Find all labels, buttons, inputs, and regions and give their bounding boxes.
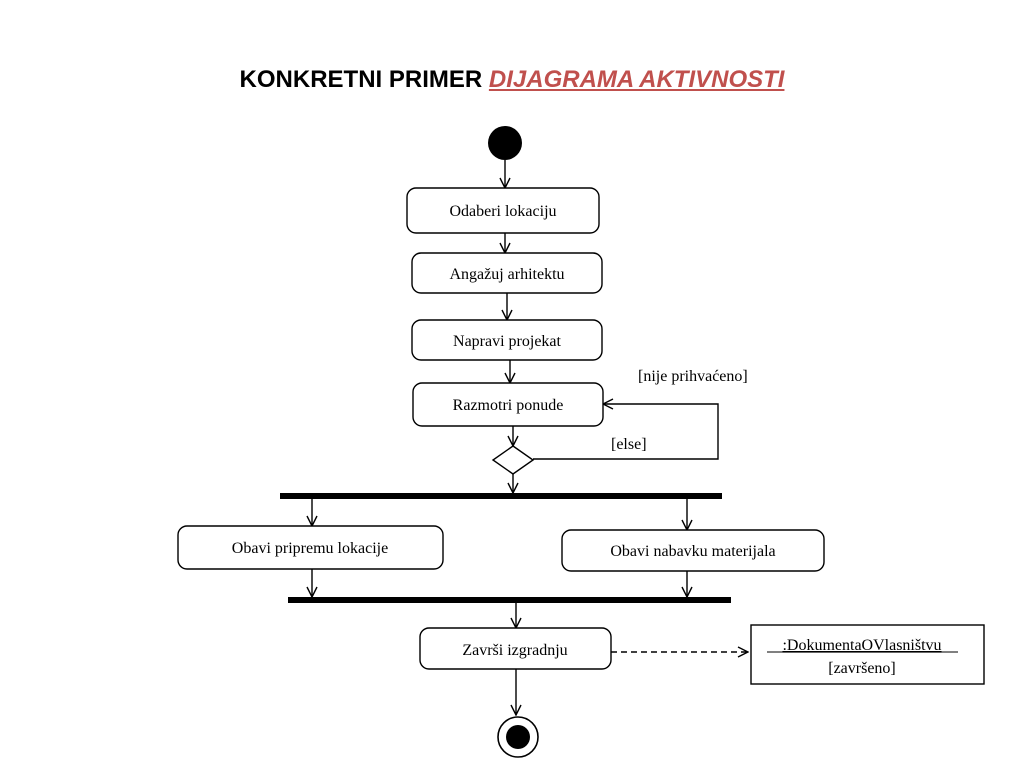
- page-title: KONKRETNI PRIMER DIJAGRAMA AKTIVNOSTI: [0, 66, 1024, 94]
- title-link[interactable]: DIJAGRAMA AKTIVNOSTI: [488, 66, 785, 93]
- flow-loop-not-accepted: [533, 404, 719, 460]
- activity-procure-materials: Obavi nabavku materijala: [561, 529, 825, 572]
- title-prefix: KONKRETNI PRIMER: [239, 66, 483, 93]
- activity-label: Odaberi lokaciju: [449, 203, 556, 220]
- fork-bar: [280, 493, 722, 499]
- activity-make-project: Napravi projekat: [411, 319, 603, 361]
- guard-else: [else]: [611, 436, 647, 453]
- activity-hire-architect: Angažuj arhitektu: [411, 252, 603, 294]
- initial-node: [488, 126, 522, 160]
- object-node: :DokumentaOVlasništvu [završeno]: [750, 624, 985, 685]
- activity-label: Završi izgradnju: [462, 642, 567, 659]
- activity-label: Obavi nabavku materijala: [610, 543, 775, 560]
- object-state: [završeno]: [828, 660, 896, 677]
- join-bar: [288, 597, 731, 603]
- guard-not-accepted: [nije prihvaćeno]: [638, 368, 748, 385]
- activity-label: Angažuj arhitektu: [449, 266, 564, 283]
- activity-finish-construction: Završi izgradnju: [419, 627, 612, 670]
- object-name: :DokumentaOVlasništvu: [782, 637, 941, 654]
- decision-node: [491, 445, 535, 475]
- activity-label: Razmotri ponude: [453, 397, 564, 414]
- activity-select-location: Odaberi lokaciju: [406, 187, 600, 234]
- final-node: [497, 716, 539, 758]
- activity-consider-offers: Razmotri ponude: [412, 382, 604, 427]
- activity-prepare-location: Obavi pripremu lokacije: [177, 525, 444, 570]
- activity-label: Napravi projekat: [453, 333, 562, 350]
- activity-label: Obavi pripremu lokacije: [232, 540, 388, 557]
